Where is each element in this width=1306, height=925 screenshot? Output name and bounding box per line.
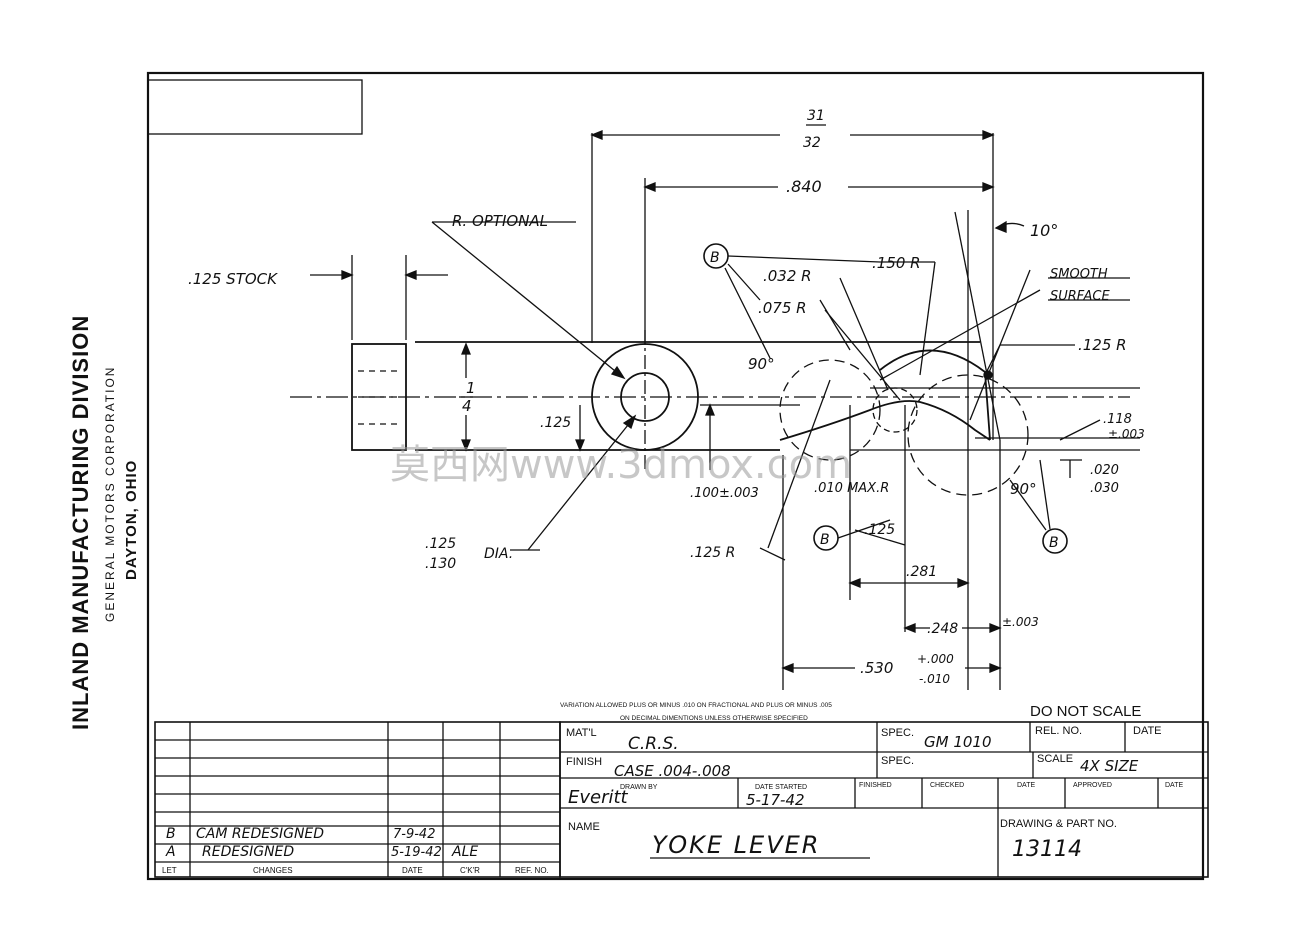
spec-label: SPEC.	[881, 727, 914, 739]
finished-label: FINISHED	[859, 782, 892, 789]
sheet-border	[146, 71, 1205, 881]
deg-90-lower: 90°	[1010, 480, 1037, 498]
spec-value: GM 1010	[924, 733, 992, 751]
date2-label: DATE	[1017, 782, 1035, 789]
dia-130: .130	[425, 556, 456, 572]
corporation-title: GENERAL MOTORS CORPORATION	[103, 366, 117, 622]
rev-date-b: 7-9-42	[393, 827, 435, 842]
r-010: .010 MAX.R	[814, 481, 889, 496]
r-125-lower: .125 R	[690, 545, 735, 561]
finish-label: FINISH	[566, 756, 602, 768]
checked-label: CHECKED	[930, 782, 964, 789]
smooth-label-2: SURFACE	[1050, 289, 1110, 304]
rev-date-a: 5-19-42	[391, 845, 442, 860]
watermark: 莫西网www.3dmox.com	[390, 442, 852, 488]
frac-1: 1	[466, 379, 476, 397]
dia-label: DIA.	[484, 546, 513, 562]
balloon-b-2: B	[820, 532, 830, 548]
dim-32: 32	[803, 135, 821, 151]
dim-248: .248	[927, 621, 958, 637]
tol-plus: +.000	[917, 652, 954, 666]
part-number: 13114	[1012, 837, 1082, 862]
balloon-b-1: B	[710, 250, 720, 266]
dim-840: .840	[786, 177, 822, 196]
rev-change-a: REDESIGNED	[202, 844, 294, 860]
finish-value: CASE .004-.008	[614, 762, 731, 780]
corner-box	[147, 79, 363, 135]
variation-note-1: VARIATION ALLOWED PLUS OR MINUS .010 ON …	[560, 702, 832, 709]
do-not-scale: DO NOT SCALE	[1030, 703, 1141, 720]
location-title: DAYTON, OHIO	[123, 460, 140, 580]
r-032: .032 R	[763, 267, 812, 285]
tol-minus: -.010	[919, 672, 950, 686]
dim-31: 31	[807, 108, 825, 124]
part-no-label: DRAWING & PART NO.	[1000, 818, 1117, 830]
rev-header-ref: REF. NO.	[515, 866, 549, 875]
dim-125-horizontal: .125	[864, 522, 895, 538]
variation-note-2: ON DECIMAL DIMENTIONS UNLESS OTHERWISE S…	[620, 715, 808, 722]
rel-date-label: DATE	[1133, 725, 1162, 737]
date-started-value: 5-17-42	[746, 791, 805, 809]
rev-header-changes: CHANGES	[253, 866, 293, 875]
rel-label: REL. NO.	[1035, 725, 1082, 737]
r-125-upper: .125 R	[1078, 336, 1127, 354]
dim-030: .030	[1090, 481, 1119, 496]
scale-label: SCALE	[1037, 753, 1073, 765]
approved-label: APPROVED	[1073, 782, 1112, 789]
drawn-value: Everitt	[568, 787, 629, 808]
rev-header-let: LET	[162, 866, 177, 875]
tol-003: ±.003	[1002, 615, 1039, 629]
rev-header-date: DATE	[402, 866, 423, 875]
part-name: YOKE LEVER	[652, 831, 820, 859]
dim-125-vertical: .125	[540, 415, 571, 431]
dim-118-tol: ±.003	[1108, 427, 1145, 441]
date-started-label: DATE STARTED	[755, 784, 807, 791]
dia-125: .125	[425, 536, 456, 552]
rev-let-b: B	[166, 826, 176, 842]
smooth-label-1: SMOOTH	[1050, 267, 1108, 282]
balloon-b-3: B	[1049, 535, 1059, 551]
matl-label: MAT'L	[566, 727, 597, 739]
r-150: .150 R	[872, 254, 921, 272]
r-075: .075 R	[758, 299, 807, 317]
scale-value: 4X SIZE	[1080, 757, 1139, 775]
division-title: INLAND MANUFACTURING DIVISION	[68, 315, 93, 730]
title-block	[559, 721, 1209, 878]
rev-change-b: CAM REDESIGNED	[196, 826, 324, 842]
stock-label: .125 STOCK	[188, 270, 278, 288]
r-optional: R. OPTIONAL	[452, 212, 548, 230]
dim-100: .100±.003	[690, 486, 759, 501]
dim-281: .281	[906, 564, 937, 580]
dim-020: .020	[1090, 463, 1119, 478]
deg-10: 10°	[1030, 221, 1058, 240]
frac-4: 4	[462, 397, 472, 415]
dim-530: .530	[860, 659, 893, 677]
matl-value: C.R.S.	[628, 734, 679, 754]
dim-118: .118	[1103, 412, 1132, 427]
spec2-label: SPEC.	[881, 755, 914, 767]
drawn-label: DRAWN BY	[620, 784, 658, 791]
rev-let-a: A	[165, 844, 176, 860]
rev-header-ckr: C'K'R	[460, 866, 480, 875]
deg-90-upper: 90°	[748, 355, 775, 373]
date3-label: DATE	[1165, 782, 1183, 789]
name-label: NAME	[568, 821, 600, 833]
rev-ckr-a: ALE	[451, 844, 478, 860]
